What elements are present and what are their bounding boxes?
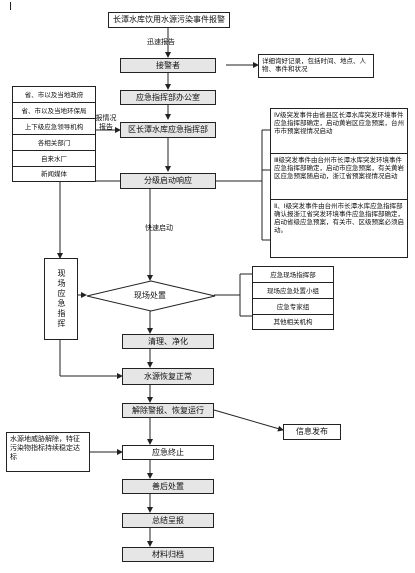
district-hq-node: 区长潭水库应急指挥部: [120, 122, 216, 138]
quick-report-label: 迅速报告: [147, 38, 175, 46]
situation-report-label: 报情况报告: [95, 114, 117, 131]
archive-node: 材料归档: [122, 547, 214, 562]
agency-item: 自来水厂: [12, 150, 96, 166]
agency-list: 省、市以及当地政府 省、市以及当地环保局 上下级应急领导机构 各相关部门 自来水…: [12, 86, 96, 182]
info-release-node: 信息发布: [283, 424, 341, 440]
level-iv-note: Ⅳ级突发事件由省县区长潭水库突发环境事件应急指挥部确定，启动黄岩区应急预案，台州…: [270, 108, 408, 154]
terminate-node: 应急终止: [122, 445, 214, 460]
team-item: 现场应急处置小组: [252, 282, 334, 298]
team-item: 应急专家组: [252, 298, 334, 314]
receiver-node: 接警者: [120, 58, 216, 73]
scene-diamond: [86, 280, 216, 312]
terminate-condition-note: 水源地威胁解除，特征污染物指标持续稳定达标: [6, 432, 90, 472]
summary-node: 总结呈报: [122, 513, 214, 528]
team-list: 应急现场指挥部 现场应急处置小组 应急专家组 其他相关机构: [252, 266, 334, 330]
restore-node: 水源恢复正常: [122, 368, 214, 385]
agency-item: 新闻媒体: [12, 166, 96, 182]
receiver-note: 详细询好记录，包括时间、地点、人物、事件和状况: [258, 54, 374, 78]
release-node: 解除警报、恢复运行: [122, 403, 214, 418]
team-item: 应急现场指挥部: [252, 266, 334, 282]
agency-item: 上下级应急领导机构: [12, 118, 96, 134]
report-node: 长潭水库饮用水源污染事件报警: [108, 12, 230, 28]
level-ii-note: Ⅱ、Ⅰ级突发事件由台州市长潭水库应急指挥部确认报浙江省突发环境事件应急指挥部确定…: [270, 200, 408, 258]
agency-item: 省、市以及当地环保局: [12, 102, 96, 118]
scene-node: 现场处置: [134, 290, 166, 300]
corner-mark: [10, 2, 17, 10]
level-iii-note: Ⅲ级突发事件由台州市长潭水库突发环境事件应急指挥部确定，启动市应急预案，有关黄岩…: [270, 154, 408, 200]
start-response-node: 分级启动响应: [120, 173, 216, 189]
office-node: 应急指挥部办公室: [120, 90, 216, 105]
aftermath-node: 善后处置: [122, 479, 214, 494]
team-item: 其他相关机构: [252, 314, 334, 330]
cleanup-node: 清理、净化: [122, 334, 214, 349]
field-command-box: 现场应急指挥: [44, 258, 78, 340]
agency-item: 各相关部门: [12, 134, 96, 150]
quick-start-label: 快速启动: [145, 224, 173, 232]
agency-item: 省、市以及当地政府: [12, 86, 96, 102]
